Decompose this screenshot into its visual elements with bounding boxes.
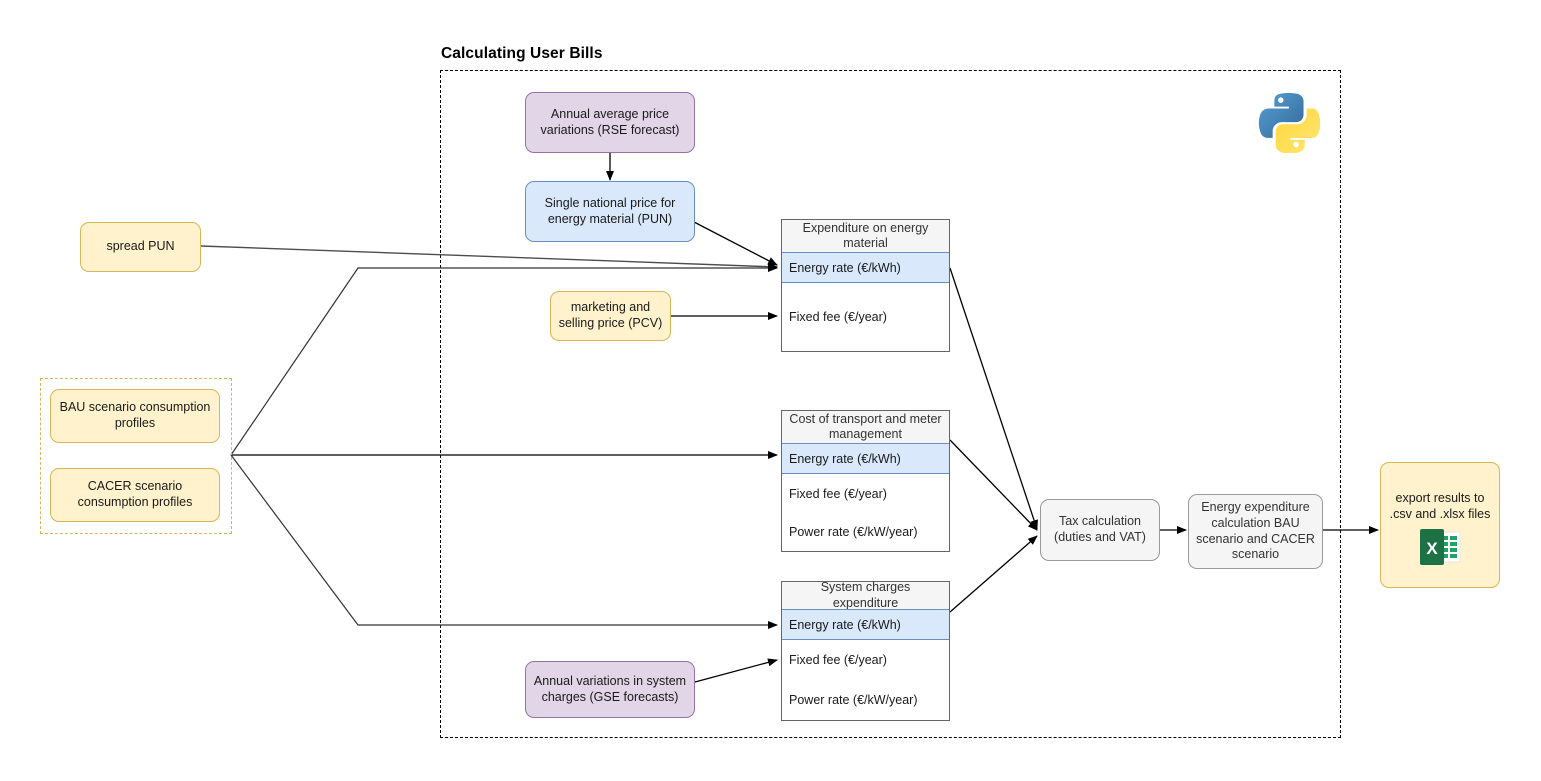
node-marketing-selling-price-pcv[interactable]: marketing and selling price (PCV) xyxy=(550,291,671,341)
node-label: BAU scenario consumption profiles xyxy=(59,400,211,430)
table-cell-label: Power rate (€/kW/year) xyxy=(789,525,918,539)
table-row[interactable]: Energy rate (€/kWh) xyxy=(782,252,949,283)
svg-text:X: X xyxy=(1426,539,1438,558)
node-label: Single national price for energy materia… xyxy=(544,195,676,226)
container-title: Calculating User Bills xyxy=(441,45,603,62)
table-row[interactable]: Fixed fee (€/year) xyxy=(782,283,949,351)
node-label: CACER scenario consumption profiles xyxy=(77,479,193,509)
table-system-charges-expenditure: System charges expenditure Energy rate (… xyxy=(781,580,950,721)
table-cell-label: Power rate (€/kW/year) xyxy=(789,693,918,707)
node-single-national-price-pun[interactable]: Single national price for energy materia… xyxy=(525,181,695,242)
table-cell-label: Energy rate (€/kWh) xyxy=(789,451,901,466)
node-label: marketing and selling price (PCV) xyxy=(558,300,663,330)
node-label: Tax calculation (duties and VAT) xyxy=(1054,514,1146,544)
node-annual-variations-system-charges-gse[interactable]: Annual variations in system charges (GSE… xyxy=(525,661,695,718)
node-bau-scenario-consumption-profiles[interactable]: BAU scenario consumption profiles xyxy=(50,389,220,443)
node-label: Energy expenditure calculation BAU scena… xyxy=(1196,500,1315,562)
table-row[interactable]: Energy rate (€/kWh) xyxy=(782,443,949,474)
table-row[interactable]: Energy rate (€/kWh) xyxy=(782,609,949,640)
table-cell-label: Energy rate (€/kWh) xyxy=(789,617,901,632)
excel-logo-icon: X xyxy=(1418,528,1462,565)
table-header: Expenditure on energy material xyxy=(782,220,949,253)
table-expenditure-energy-material: Expenditure on energy material Energy ra… xyxy=(781,219,950,352)
table-cell-label: Fixed fee (€/year) xyxy=(789,653,887,667)
table-row[interactable]: Fixed fee (€/year) xyxy=(782,640,949,680)
table-row[interactable]: Fixed fee (€/year) xyxy=(782,474,949,513)
table-cell-label: Energy rate (€/kWh) xyxy=(789,260,901,275)
scenario-profiles-group xyxy=(40,378,232,534)
node-label: export results to .csv and .xlsx files xyxy=(1389,491,1491,521)
table-cost-transport-meter-management: Cost of transport and meter management E… xyxy=(781,410,950,552)
node-export-results[interactable]: export results to .csv and .xlsx files X xyxy=(1380,462,1500,588)
table-cell-label: Fixed fee (€/year) xyxy=(789,486,887,501)
table-row[interactable]: Power rate (€/kW/year) xyxy=(782,513,949,551)
table-header: System charges expenditure xyxy=(782,580,949,610)
table-cell-label: Fixed fee (€/year) xyxy=(789,310,887,324)
node-label: Annual average price variations (RSE for… xyxy=(540,106,680,137)
node-cacer-scenario-consumption-profiles[interactable]: CACER scenario consumption profiles xyxy=(50,468,220,522)
node-annual-average-price-variations[interactable]: Annual average price variations (RSE for… xyxy=(525,92,695,153)
node-label: spread PUN xyxy=(106,239,175,254)
node-tax-calculation[interactable]: Tax calculation (duties and VAT) xyxy=(1040,499,1160,561)
table-row[interactable]: Power rate (€/kW/year) xyxy=(782,680,949,720)
table-header: Cost of transport and meter management xyxy=(782,411,949,444)
node-energy-expenditure-calculation[interactable]: Energy expenditure calculation BAU scena… xyxy=(1188,494,1323,569)
python-logo-icon xyxy=(1258,91,1321,154)
node-spread-pun[interactable]: spread PUN xyxy=(80,222,201,272)
node-label: Annual variations in system charges (GSE… xyxy=(533,673,687,704)
